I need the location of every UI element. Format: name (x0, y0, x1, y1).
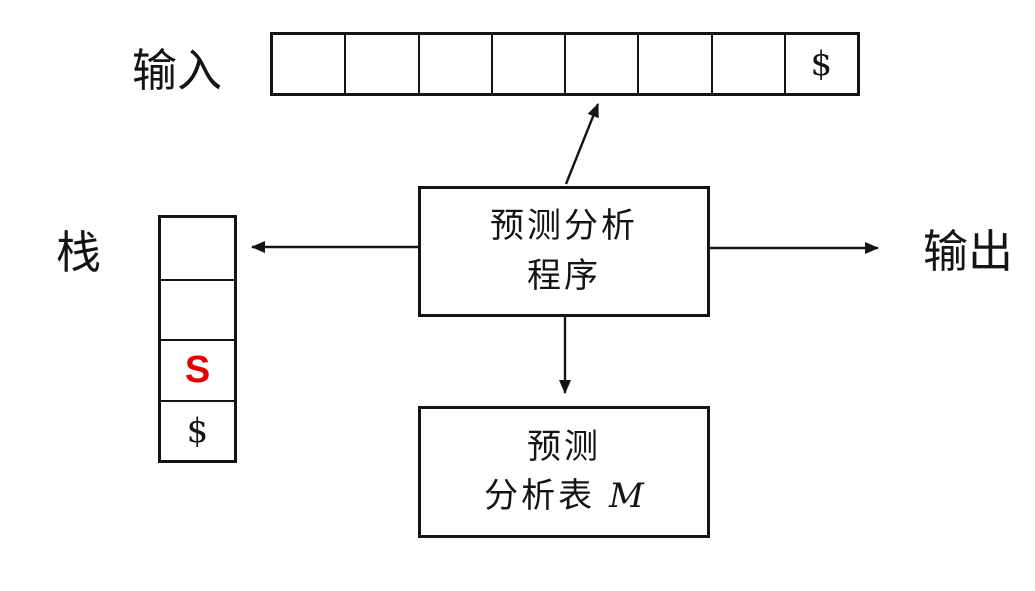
stack-cell-endmarker: $ (161, 399, 234, 461)
input-tape-cell (346, 35, 420, 93)
input-tape: $ (270, 32, 860, 96)
input-tape-cell (639, 35, 713, 93)
input-tape-cell (273, 35, 347, 93)
input-tape-cell (493, 35, 566, 93)
parse-table-variable-m: M (608, 476, 644, 516)
input-tape-cell (566, 35, 640, 93)
input-tape-cell (713, 35, 786, 93)
stack-label: 栈 (56, 226, 102, 279)
parse-table-box: 预测 分析表 M (418, 406, 710, 538)
parser-stack: S $ (158, 215, 237, 463)
parser-program-box: 预测分析 程序 (418, 186, 710, 317)
input-label: 输入 (132, 44, 223, 97)
parser-program-line2: 程序 (527, 255, 601, 296)
input-tape-cell-endmarker: $ (810, 44, 833, 84)
parse-table-line1: 预测 (527, 426, 601, 467)
parse-table-line2: 分析表 M (484, 472, 644, 521)
stack-cell (161, 278, 234, 340)
stack-cell (161, 218, 234, 279)
input-tape-cell (420, 35, 493, 93)
parser-program-line1: 预测分析 (490, 206, 638, 247)
parse-table-line2-text: 分析表 (484, 476, 609, 516)
stack-cell-start-symbol: S (161, 339, 234, 400)
arrow-parser-to-input-icon (564, 103, 600, 185)
output-label: 输出 (923, 225, 1014, 278)
